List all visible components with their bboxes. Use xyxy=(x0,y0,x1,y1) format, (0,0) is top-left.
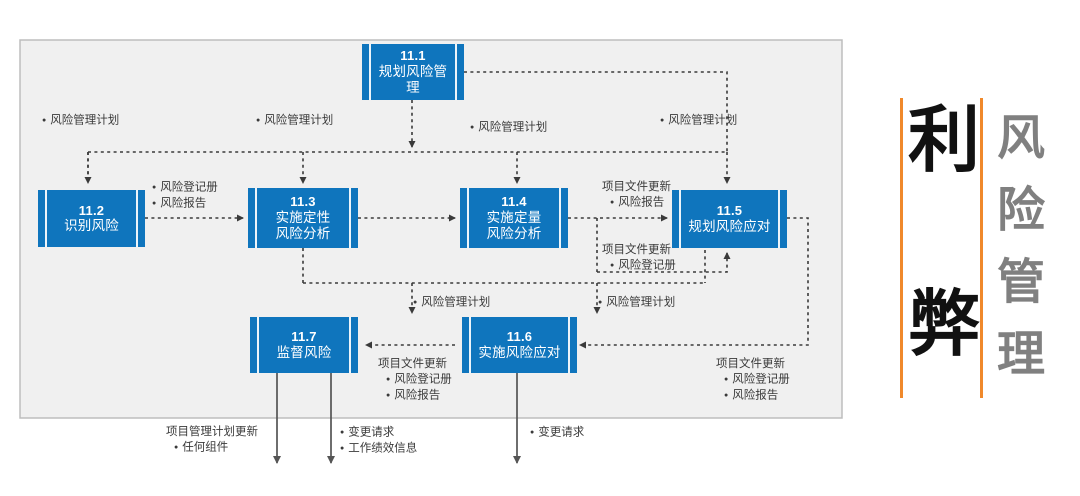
annotation-risk-mgmt-plan-1: 风险管理计划 xyxy=(42,113,119,129)
box-accent-right xyxy=(349,188,351,248)
annotation-risk-mgmt-plan-2: 风险管理计划 xyxy=(256,113,333,129)
annotation-header: 项目文件更新 xyxy=(378,358,447,370)
process-name: 实施风险应对 xyxy=(478,344,561,360)
annotation-item: 风险登记册 xyxy=(602,258,676,274)
annotation-item: 风险登记册 xyxy=(378,372,452,388)
annotation-item: 风险管理计划 xyxy=(42,113,119,129)
process-box-11-1[interactable]: 11.1 规划风险管理 xyxy=(362,44,464,100)
box-accent-right xyxy=(559,188,561,248)
annotation-item: 风险报告 xyxy=(602,195,671,211)
annotation-risk-mgmt-plan-6: 风险管理计划 xyxy=(598,295,675,311)
process-box-11-5[interactable]: 11.5 规划风险应对 xyxy=(672,190,787,248)
process-name: 规划风险管理 xyxy=(378,63,448,95)
side-title-panel: 利 弊 风 险 管 理 xyxy=(880,80,1070,420)
annotation-doc-update-center: 项目文件更新 风险登记册 风险报告 xyxy=(378,357,452,403)
annotation-risk-mgmt-plan-3: 风险管理计划 xyxy=(470,120,547,136)
annotation-item: 风险报告 xyxy=(152,196,218,212)
annotation-risk-mgmt-plan-4: 风险管理计划 xyxy=(660,113,737,129)
annotation-header: 项目文件更新 xyxy=(602,244,671,256)
vertical-title-char-1: 风 xyxy=(996,110,1045,166)
process-name: 规划风险应对 xyxy=(688,218,771,234)
annotation-item: 风险管理计划 xyxy=(598,295,675,311)
big-char-pros: 利 xyxy=(908,98,981,182)
process-name: 监督风险 xyxy=(276,344,332,360)
process-box-11-6[interactable]: 11.6 实施风险应对 xyxy=(462,317,577,373)
annotation-doc-update-right: 项目文件更新 风险登记册 风险报告 xyxy=(716,357,790,403)
annotation-header: 项目文件更新 xyxy=(716,358,785,370)
annotation-item: 风险管理计划 xyxy=(470,120,547,136)
box-accent-right xyxy=(349,317,351,373)
process-box-11-2[interactable]: 11.2 识别风险 xyxy=(38,190,145,247)
annotation-item: 变更请求 xyxy=(530,425,584,441)
process-box-11-7[interactable]: 11.7 监督风险 xyxy=(250,317,358,373)
annotation-item: 风险管理计划 xyxy=(256,113,333,129)
accent-rule-right xyxy=(980,98,983,398)
box-accent-left xyxy=(369,44,371,100)
process-number: 11.2 xyxy=(78,202,105,218)
process-number: 11.6 xyxy=(506,329,533,345)
process-name-line1: 实施定量 xyxy=(486,209,542,225)
annotation-item: 风险管理计划 xyxy=(660,113,737,129)
process-name-line2: 风险分析 xyxy=(275,225,331,241)
process-box-11-3[interactable]: 11.3 实施定性 风险分析 xyxy=(248,188,358,248)
vertical-title-char-4: 理 xyxy=(996,326,1045,382)
annotation-risk-register-report: 风险登记册 风险报告 xyxy=(152,180,218,211)
vertical-title-char-3: 管 xyxy=(996,254,1045,310)
box-accent-left xyxy=(679,190,681,248)
process-name: 识别风险 xyxy=(64,218,119,234)
annotation-header: 项目管理计划更新 xyxy=(166,426,258,438)
box-accent-left xyxy=(469,317,471,373)
process-number: 11.1 xyxy=(400,48,426,64)
annotation-header: 项目文件更新 xyxy=(602,181,671,193)
box-accent-right xyxy=(136,190,138,247)
annotation-item: 风险管理计划 xyxy=(413,295,490,311)
accent-rule-left xyxy=(900,98,903,398)
annotation-change-request: 变更请求 xyxy=(530,425,584,441)
process-number: 11.7 xyxy=(291,329,317,345)
annotation-item: 任何组件 xyxy=(166,440,258,456)
annotation-item: 风险登记册 xyxy=(716,372,790,388)
process-number: 11.4 xyxy=(501,194,527,210)
box-accent-left xyxy=(257,317,259,373)
annotation-item: 变更请求 xyxy=(340,425,417,441)
annotation-change-request-perf: 变更请求 工作绩效信息 xyxy=(340,425,417,456)
annotation-doc-update-risk-register: 项目文件更新 风险登记册 xyxy=(602,243,676,274)
process-number: 11.5 xyxy=(716,203,743,219)
box-accent-right xyxy=(455,44,457,100)
box-accent-left xyxy=(467,188,469,248)
process-number: 11.3 xyxy=(290,194,316,210)
box-accent-right xyxy=(778,190,780,248)
process-name-line1: 实施定性 xyxy=(275,209,331,225)
annotation-doc-update-risk-report: 项目文件更新 风险报告 xyxy=(602,180,671,211)
box-accent-left xyxy=(45,190,47,247)
annotation-risk-mgmt-plan-5: 风险管理计划 xyxy=(413,295,490,311)
box-accent-right xyxy=(568,317,570,373)
annotation-item: 风险报告 xyxy=(716,388,790,404)
process-box-11-4[interactable]: 11.4 实施定量 风险分析 xyxy=(460,188,568,248)
annotation-item: 工作绩效信息 xyxy=(340,441,417,457)
big-char-cons: 弊 xyxy=(908,282,981,366)
annotation-pm-plan-update: 项目管理计划更新 任何组件 xyxy=(166,425,258,456)
vertical-title-char-2: 险 xyxy=(996,182,1045,238)
process-name-line2: 风险分析 xyxy=(486,225,542,241)
box-accent-left xyxy=(255,188,257,248)
annotation-item: 风险登记册 xyxy=(152,180,218,196)
annotation-item: 风险报告 xyxy=(378,388,452,404)
